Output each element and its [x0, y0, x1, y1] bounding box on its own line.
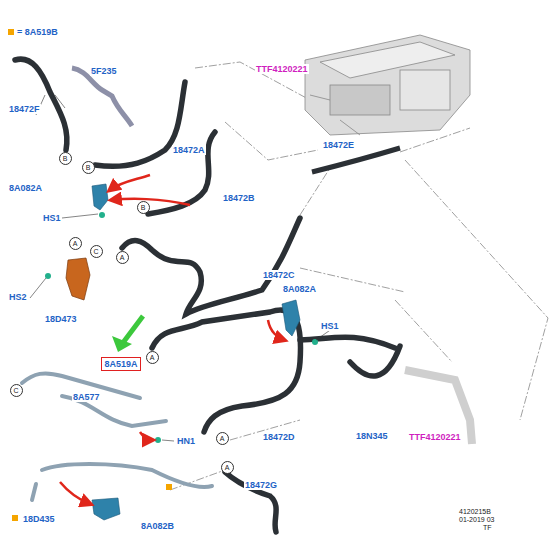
figure-code: TF	[482, 524, 493, 532]
callout-letter: B	[86, 164, 91, 171]
callout-letter: A	[225, 464, 230, 471]
callout-circle: C	[10, 384, 23, 397]
part-number: 18D473	[44, 314, 78, 324]
callout-letter: A	[73, 240, 78, 247]
callout-letter: A	[120, 254, 125, 261]
figure-code: 01-2019 03	[458, 516, 495, 524]
callout-letter: C	[13, 387, 18, 394]
heater-unit	[305, 35, 470, 135]
part-number: 18D435	[22, 514, 56, 524]
callout-circle: A	[116, 251, 129, 264]
part-number: 18472G	[244, 480, 278, 490]
callout-circle: A	[221, 461, 234, 474]
part-number: HS2	[8, 292, 28, 302]
part-number: 8A082A	[8, 183, 43, 193]
callout-letter: A	[220, 435, 225, 442]
callout-circle: A	[216, 432, 229, 445]
part-number: 8A082B	[140, 521, 175, 531]
callout-letter: B	[63, 155, 68, 162]
figure-code: 4120215B	[458, 508, 492, 516]
part-reference: TTF4120221	[408, 432, 462, 442]
callout-circle: C	[90, 245, 103, 258]
legend-entry: = 8A519B	[8, 27, 58, 37]
callout-letter: C	[93, 248, 98, 255]
part-number: 18472E	[322, 140, 355, 150]
callout-circle: B	[137, 201, 150, 214]
part-number: 18472C	[262, 270, 296, 280]
callout-circle: B	[82, 161, 95, 174]
part-number: 18472F	[8, 104, 41, 114]
part-number: 18472D	[262, 432, 296, 442]
callout-circle: A	[146, 351, 159, 364]
part-number: HS1	[42, 213, 62, 223]
part-number: 5F235	[90, 66, 118, 76]
bracket	[92, 184, 300, 520]
part-number: 18472B	[222, 193, 256, 203]
part-number: 8A082A	[282, 284, 317, 294]
part-number: 8A577	[72, 392, 101, 402]
part-reference: TTF4120221	[255, 64, 309, 74]
callout-circle: B	[59, 152, 72, 165]
callout-circle: A	[69, 237, 82, 250]
callout-letter: B	[141, 204, 146, 211]
part-number: 8A519A	[104, 359, 137, 369]
part-box: 8A519A	[101, 357, 141, 371]
part-number: 18472A	[172, 145, 206, 155]
part-number: HN1	[176, 436, 196, 446]
legend-swatch	[8, 29, 14, 35]
part-number: HS1	[320, 321, 340, 331]
part-number: 18N345	[355, 431, 389, 441]
legend-text: = 8A519B	[17, 27, 58, 37]
callout-letter: A	[150, 354, 155, 361]
